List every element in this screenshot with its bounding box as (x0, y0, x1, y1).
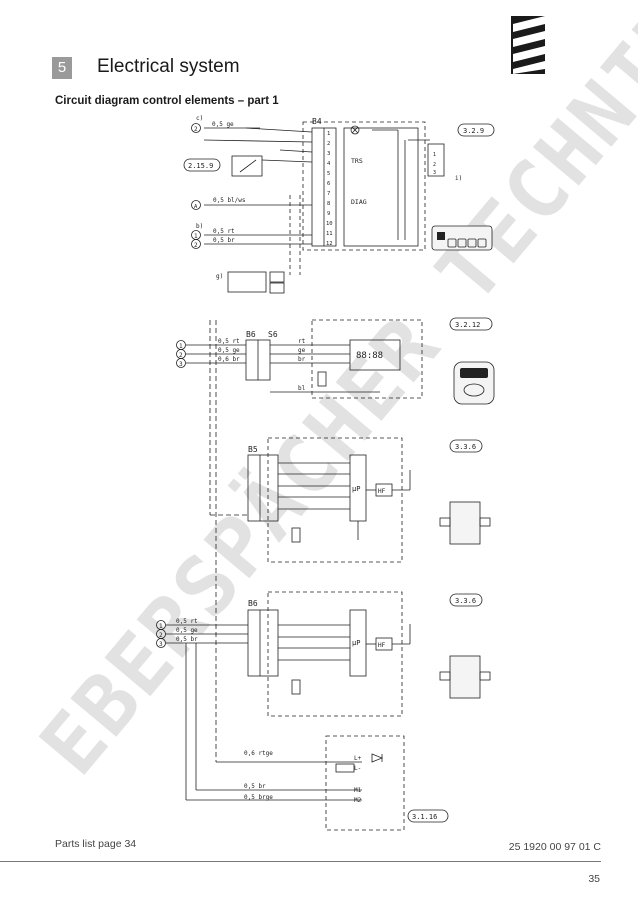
b6-ref-2: 2 (179, 352, 183, 359)
connector-b6-label: B6 (246, 330, 256, 339)
footer-divider (0, 861, 601, 862)
section-bottom: 0,6 rtge 0,5 br 0,5 brge L+ L- M1 M2 3.1… (186, 735, 449, 831)
ref-2-15-9: 2.15.9 (188, 162, 213, 170)
b6-color-bl: bl (298, 385, 306, 392)
b6l-ref-3: 3 (159, 641, 163, 648)
diag-label: DIAG (351, 198, 367, 206)
b6-ref-3: 3 (179, 361, 183, 368)
wire-label-05blws: 0,5 bl/ws (213, 197, 246, 204)
b4-pin-5: 5 (327, 171, 330, 177)
hf-label-2: HF (378, 642, 386, 649)
parts-list-reference: Parts list page 34 (55, 838, 137, 850)
ref-3-2-9: 3.2.9 (463, 127, 484, 135)
connector-b4-label: B4 (312, 117, 322, 126)
section-b6-lower: B6 μP HF 1 2 3 0,5 rt 0,5 ge 0,5 br 3.3.… (156, 591, 491, 800)
connector-s6-label: S6 (268, 330, 278, 339)
dashed-harness (209, 320, 248, 762)
section-b5-upper: B5 μP HF 3.3.6 (247, 437, 491, 563)
eberspaecher-logo (503, 14, 547, 76)
trs-label: TRS (351, 157, 363, 165)
b6-color-ge: ge (298, 347, 306, 354)
ref-i: i) (455, 175, 462, 182)
svg-text:2: 2 (433, 162, 436, 168)
b6-color-br: br (298, 356, 306, 363)
lamp-icon (350, 125, 360, 135)
b4-pin-1: 1 (327, 131, 330, 137)
ref-circle-1: 1 (194, 233, 198, 240)
section-subtitle: Circuit diagram control elements – part … (55, 95, 279, 107)
bottom-wire-05brge: 0,5 brge (244, 794, 273, 801)
b4-pin-8: 8 (327, 201, 330, 207)
b6-wire-06br: 0,6 br (218, 356, 240, 363)
b4-pin-2: 2 (327, 141, 330, 147)
ref-3-3-6-a: 3.3.6 (455, 443, 476, 451)
display-digits: 88:88 (356, 351, 383, 361)
b4-pin-9: 9 (327, 211, 330, 217)
b4-pin-12: 12 (326, 241, 333, 247)
pin-m1: M1 (354, 787, 362, 794)
bottom-wire-05br: 0,5 br (244, 783, 266, 790)
b6l-wire-05ge: 0,5 ge (176, 627, 198, 634)
b4-pin-7: 7 (327, 191, 330, 197)
ref-circle-a: A (194, 204, 198, 210)
ref-c: c) (196, 115, 203, 122)
section-b6-s6: B6 S6 88:88 1 2 3 0,5 rt 0,5 ge 0,6 br r… (176, 317, 495, 405)
svg-text:3: 3 (433, 170, 436, 176)
mu-p-label-2: μP (352, 639, 360, 647)
section-b4: B4 1 2 3 4 5 6 7 8 9 10 11 12 TRS DIAG 1… (183, 115, 495, 294)
wire-label-05rt: 0,5 rt (213, 228, 235, 235)
ref-3-2-12: 3.2.12 (455, 321, 480, 329)
ref-circle-2: 2 (194, 242, 198, 249)
b6l-ref-1: 1 (159, 623, 163, 630)
led-icon (371, 753, 384, 763)
b6-wire-05ge: 0,5 ge (218, 347, 240, 354)
pin-l-minus: L- (354, 765, 361, 772)
b4-pin-11: 11 (326, 231, 333, 237)
b4-pin-3: 3 (327, 151, 330, 157)
hf-label-1: HF (378, 488, 386, 495)
bottom-wire-06rtge: 0,6 rtge (244, 750, 273, 757)
ref-3-1-16: 3.1.16 (412, 813, 437, 821)
chapter-title: Electrical system (97, 56, 240, 77)
ref-g: g) (216, 273, 223, 280)
wire-label-05br: 0,5 br (213, 237, 235, 244)
document-number: 25 1920 00 97 01 C (508, 841, 601, 853)
b6-wire-05rt: 0,5 rt (218, 338, 240, 345)
chapter-number-box: 5 (52, 57, 72, 79)
connector-b5-label: B5 (248, 445, 258, 454)
connector-b6-lower-label: B6 (248, 599, 258, 608)
b6l-ref-2: 2 (159, 632, 163, 639)
b6-ref-1: 1 (179, 343, 183, 350)
b4-pin-6: 6 (327, 181, 330, 187)
pin-l-plus: L+ (354, 755, 362, 762)
b4-pin-10: 10 (326, 221, 333, 227)
ref-b: b) (196, 223, 203, 230)
wire-label-05ge: 0,5 ge (212, 121, 234, 128)
ref-3-3-6-b: 3.3.6 (455, 597, 476, 605)
b4-side-pins: 1 (433, 152, 436, 158)
ref-circle-2-top: 2 (194, 126, 198, 133)
b6-color-rt: rt (298, 338, 306, 345)
b4-pin-4: 4 (327, 161, 331, 167)
b6l-wire-05rt: 0,5 rt (176, 618, 198, 625)
pin-m2: M2 (354, 797, 362, 804)
page-number: 35 (588, 873, 600, 885)
b6l-wire-05br: 0,5 br (176, 636, 198, 643)
mu-p-label-1: μP (352, 485, 360, 493)
